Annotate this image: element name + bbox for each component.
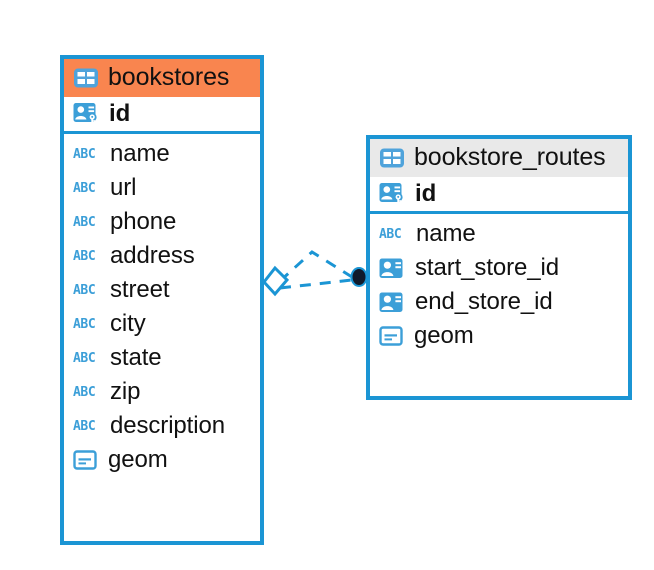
entity-title: bookstores bbox=[108, 63, 230, 91]
field-label: id bbox=[109, 100, 131, 128]
table-icon bbox=[379, 147, 405, 169]
text-abc-icon: ABC bbox=[73, 214, 96, 230]
entity-header-bookstores[interactable]: bookstores bbox=[64, 59, 260, 97]
field-label: geom bbox=[414, 322, 474, 350]
field-label: geom bbox=[108, 446, 168, 474]
field-label: url bbox=[110, 174, 137, 202]
primary-key-section: id bbox=[64, 97, 260, 134]
text-abc-icon: ABC bbox=[73, 316, 96, 332]
field-row-primary-key[interactable]: id bbox=[64, 97, 260, 131]
field-row-primary-key[interactable]: id bbox=[370, 177, 628, 211]
field-label: city bbox=[110, 310, 146, 338]
entity-bookstores[interactable]: bookstores bbox=[60, 55, 264, 545]
text-abc-icon: ABC bbox=[73, 180, 96, 196]
field-label: name bbox=[110, 140, 170, 168]
text-abc-icon: ABC bbox=[73, 418, 96, 434]
field-row-start-store-id[interactable]: start_store_id bbox=[370, 251, 628, 285]
field-label: phone bbox=[110, 208, 177, 236]
field-row-name[interactable]: ABC name bbox=[370, 217, 628, 251]
field-row-zip[interactable]: ABC zip bbox=[64, 375, 260, 409]
field-row-description[interactable]: ABC description bbox=[64, 409, 260, 443]
field-label: name bbox=[416, 220, 476, 248]
filled-circle-marker bbox=[350, 267, 368, 287]
field-label: state bbox=[110, 344, 162, 372]
geometry-icon bbox=[73, 449, 99, 472]
field-list: ABC name start_store_id bbox=[370, 214, 628, 358]
entity-bookstore-routes[interactable]: bookstore_routes bbox=[366, 135, 632, 400]
field-row-geom[interactable]: geom bbox=[64, 443, 260, 477]
field-label: description bbox=[110, 412, 225, 440]
field-list: ABC name ABC url ABC phone ABC address A… bbox=[64, 134, 260, 482]
field-label: end_store_id bbox=[415, 288, 553, 316]
text-abc-icon: ABC bbox=[73, 248, 96, 264]
primary-key-icon bbox=[73, 102, 100, 126]
geometry-icon bbox=[379, 325, 405, 348]
primary-key-icon bbox=[379, 182, 406, 206]
entity-title: bookstore_routes bbox=[414, 143, 606, 171]
relationship-line-lower bbox=[279, 278, 353, 290]
field-row-phone[interactable]: ABC phone bbox=[64, 205, 260, 239]
field-row-name[interactable]: ABC name bbox=[64, 137, 260, 171]
table-icon bbox=[73, 67, 99, 89]
text-abc-icon: ABC bbox=[379, 226, 402, 242]
field-label: zip bbox=[110, 378, 141, 406]
field-row-state[interactable]: ABC state bbox=[64, 341, 260, 375]
field-row-url[interactable]: ABC url bbox=[64, 171, 260, 205]
field-row-street[interactable]: ABC street bbox=[64, 273, 260, 307]
field-row-city[interactable]: ABC city bbox=[64, 307, 260, 341]
field-row-end-store-id[interactable]: end_store_id bbox=[370, 285, 628, 319]
field-row-address[interactable]: ABC address bbox=[64, 239, 260, 273]
field-label: address bbox=[110, 242, 195, 270]
entity-header-bookstore-routes[interactable]: bookstore_routes bbox=[370, 139, 628, 177]
foreign-key-icon bbox=[379, 257, 406, 280]
foreign-key-icon bbox=[379, 291, 406, 314]
field-label: street bbox=[110, 276, 170, 304]
field-label: id bbox=[415, 180, 437, 208]
text-abc-icon: ABC bbox=[73, 350, 96, 366]
relationship-line-upper bbox=[278, 250, 353, 283]
text-abc-icon: ABC bbox=[73, 282, 96, 298]
field-row-geom[interactable]: geom bbox=[370, 319, 628, 353]
diamond-marker bbox=[262, 265, 290, 297]
text-abc-icon: ABC bbox=[73, 384, 96, 400]
field-label: start_store_id bbox=[415, 254, 560, 282]
text-abc-icon: ABC bbox=[73, 146, 96, 162]
primary-key-section: id bbox=[370, 177, 628, 214]
